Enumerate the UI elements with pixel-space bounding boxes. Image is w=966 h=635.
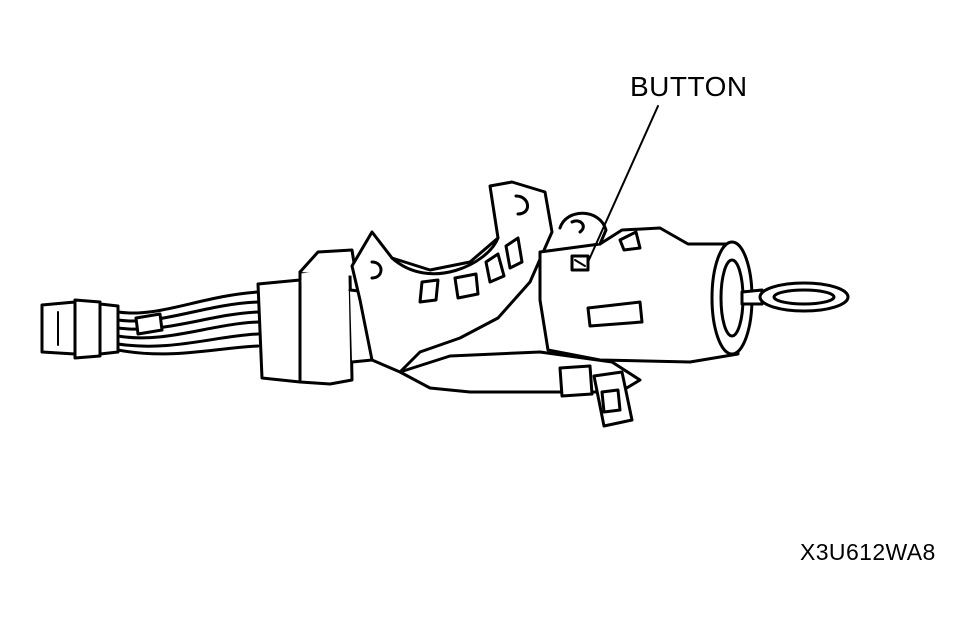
button-hatch [574,259,586,267]
key [740,281,850,313]
button-callout-label: BUTTON [630,71,748,102]
figure-code: X3U612WA8 [800,539,936,565]
column-bracket [350,180,554,374]
button-leader-line [587,105,659,263]
wire-bundle [116,290,260,356]
harness-connector [40,298,120,360]
lower-housing [398,350,642,428]
lock-cylinder-housing [538,211,740,364]
